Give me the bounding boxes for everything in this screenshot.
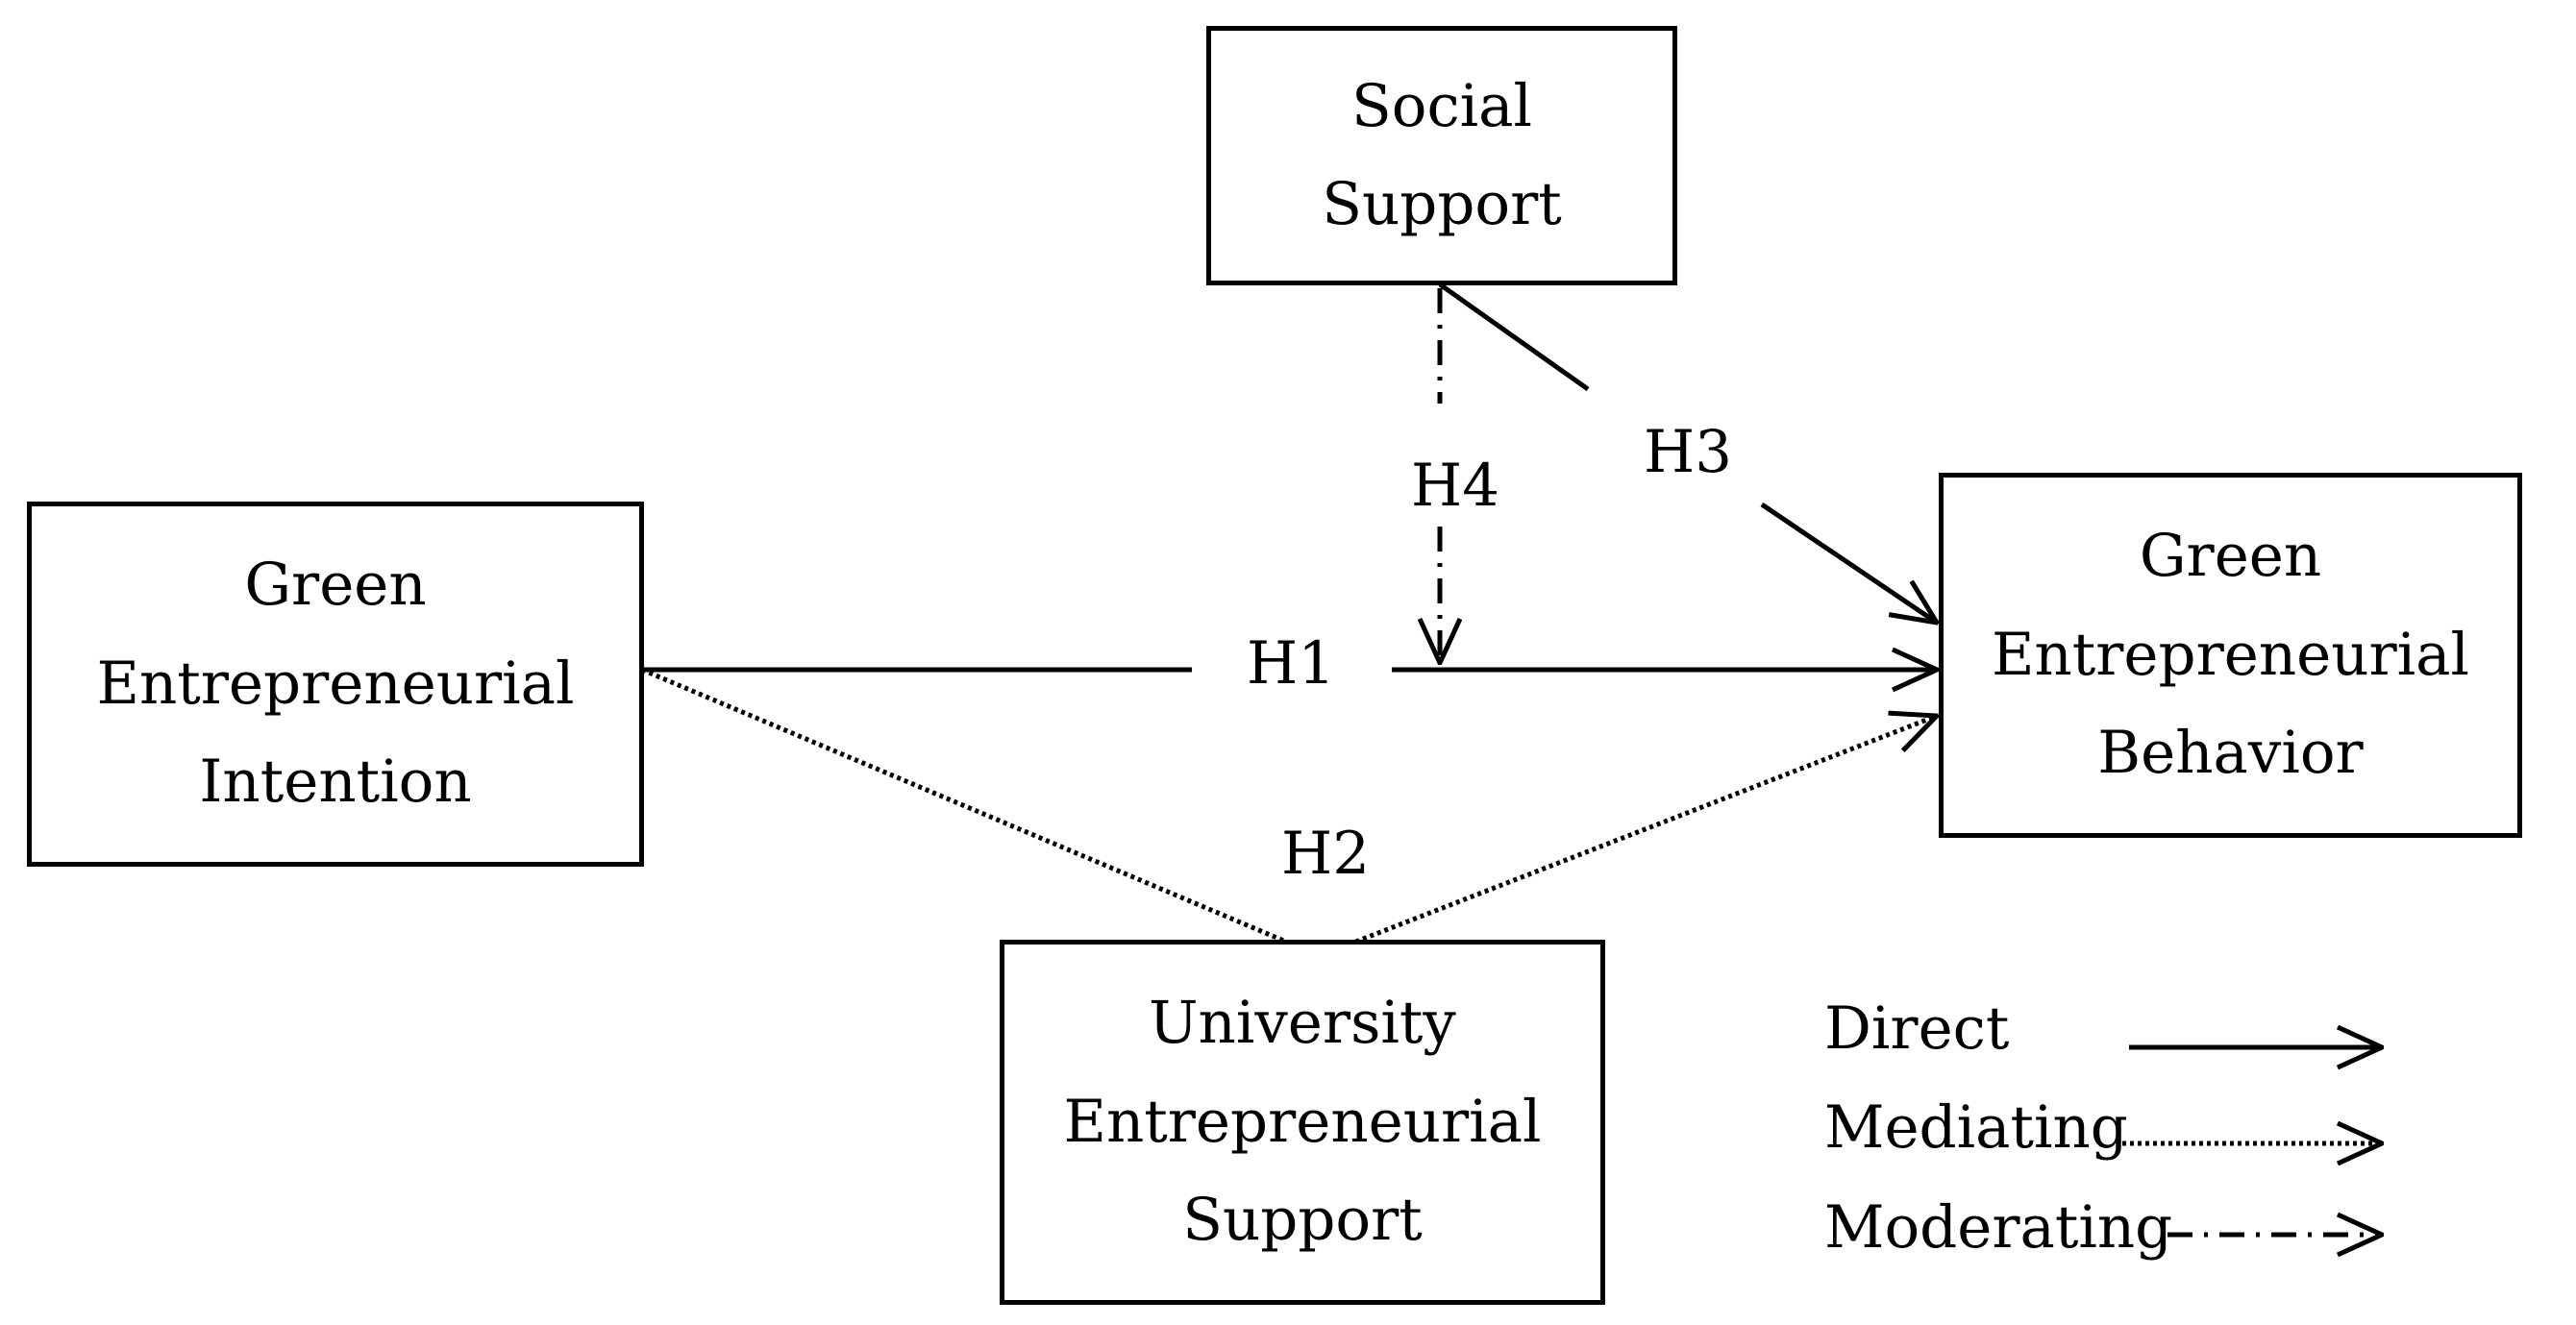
h2-mediating-line-left — [641, 667, 1294, 947]
legend-mediating-label: Mediating — [1824, 1093, 2128, 1162]
university-line-3: Support — [1182, 1186, 1423, 1255]
hypothesis-h3-label: H3 — [1644, 418, 1733, 486]
intention-line-2: Entrepreneurial — [96, 649, 575, 718]
behavior-line-2: Entrepreneurial — [1991, 620, 2470, 689]
hypothesis-h2-label: H2 — [1281, 820, 1371, 888]
hypothesis-h4-label: H4 — [1411, 452, 1500, 520]
university-line-1: University — [1149, 989, 1456, 1058]
h2-mediating-arrow — [1348, 716, 1937, 947]
hypothesis-h1-label: H1 — [1247, 629, 1336, 698]
green-entrepreneurial-behavior-box: Green Entrepreneurial Behavior — [1939, 473, 2522, 838]
legend-direct-label: Direct — [1824, 994, 2010, 1063]
social-support-box: Social Support — [1206, 26, 1677, 285]
green-entrepreneurial-intention-box: Green Entrepreneurial Intention — [27, 502, 644, 867]
legend-moderating-label: Moderating — [1824, 1193, 2173, 1262]
social-support-line-1: Social — [1350, 71, 1533, 140]
intention-line-1: Green — [244, 551, 427, 620]
behavior-line-1: Green — [2139, 522, 2322, 591]
behavior-line-3: Behavior — [2097, 719, 2364, 788]
h3-direct-arrow — [1760, 502, 1937, 623]
h3-direct-line-top — [1438, 282, 1590, 392]
university-line-2: Entrepreneurial — [1063, 1087, 1542, 1156]
intention-line-3: Intention — [199, 748, 472, 817]
university-entrepreneurial-support-box: University Entrepreneurial Support — [1000, 940, 1605, 1305]
social-support-line-2: Support — [1322, 170, 1562, 238]
